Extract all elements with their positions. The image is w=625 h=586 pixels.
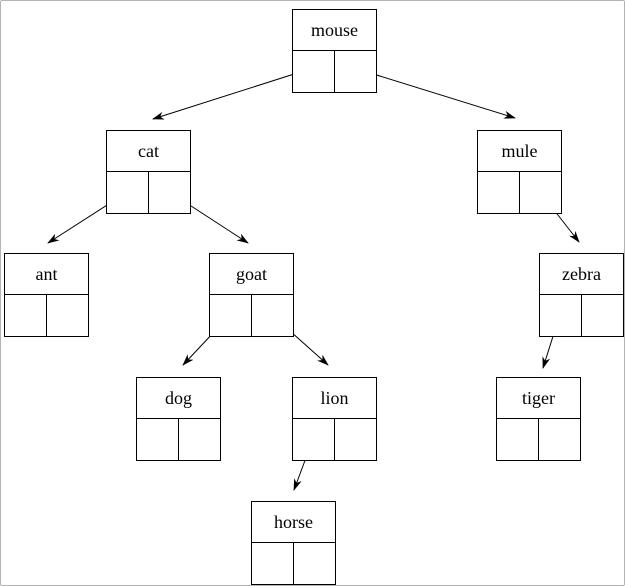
tree-node-horse: horse bbox=[251, 501, 336, 585]
right-pointer-cell bbox=[335, 419, 376, 460]
left-pointer-cell bbox=[210, 295, 252, 336]
right-pointer-cell bbox=[149, 172, 190, 213]
node-label: ant bbox=[5, 254, 88, 295]
node-pointer-cells bbox=[137, 419, 220, 460]
left-pointer-cell bbox=[497, 419, 539, 460]
node-pointer-cells bbox=[540, 295, 623, 336]
node-label: goat bbox=[210, 254, 293, 295]
left-pointer-cell bbox=[478, 172, 520, 213]
node-pointer-cells bbox=[252, 543, 335, 584]
right-pointer-cell bbox=[520, 172, 561, 213]
left-pointer-cell bbox=[293, 419, 335, 460]
right-pointer-cell bbox=[294, 543, 335, 584]
node-pointer-cells bbox=[5, 295, 88, 336]
left-pointer-cell bbox=[137, 419, 179, 460]
node-label: dog bbox=[137, 378, 220, 419]
node-pointer-cells bbox=[497, 419, 580, 460]
left-pointer-cell bbox=[293, 51, 335, 92]
tree-node-ant: ant bbox=[4, 253, 89, 337]
right-pointer-cell bbox=[335, 51, 376, 92]
node-label: lion bbox=[293, 378, 376, 419]
right-pointer-cell bbox=[582, 295, 623, 336]
left-pointer-cell bbox=[5, 295, 47, 336]
right-pointer-cell bbox=[539, 419, 580, 460]
right-pointer-cell bbox=[47, 295, 88, 336]
node-pointer-cells bbox=[210, 295, 293, 336]
node-label: mouse bbox=[293, 10, 376, 51]
node-pointer-cells bbox=[478, 172, 561, 213]
tree-node-dog: dog bbox=[136, 377, 221, 461]
node-label: cat bbox=[107, 131, 190, 172]
tree-node-tiger: tiger bbox=[496, 377, 581, 461]
left-pointer-cell bbox=[540, 295, 582, 336]
node-pointer-cells bbox=[293, 51, 376, 92]
node-label: tiger bbox=[497, 378, 580, 419]
edge-mouse-right-to-mule bbox=[353, 67, 516, 119]
left-pointer-cell bbox=[107, 172, 149, 213]
left-pointer-cell bbox=[252, 543, 294, 584]
right-pointer-cell bbox=[179, 419, 220, 460]
tree-node-lion: lion bbox=[292, 377, 377, 461]
tree-node-mule: mule bbox=[477, 130, 562, 214]
tree-node-zebra: zebra bbox=[539, 253, 624, 337]
tree-node-goat: goat bbox=[209, 253, 294, 337]
node-label: zebra bbox=[540, 254, 623, 295]
node-pointer-cells bbox=[107, 172, 190, 213]
node-label: horse bbox=[252, 502, 335, 543]
tree-node-cat: cat bbox=[106, 130, 191, 214]
node-label: mule bbox=[478, 131, 561, 172]
node-pointer-cells bbox=[293, 419, 376, 460]
right-pointer-cell bbox=[252, 295, 293, 336]
edge-mouse-left-to-cat bbox=[152, 67, 314, 120]
tree-node-mouse: mouse bbox=[292, 9, 377, 93]
